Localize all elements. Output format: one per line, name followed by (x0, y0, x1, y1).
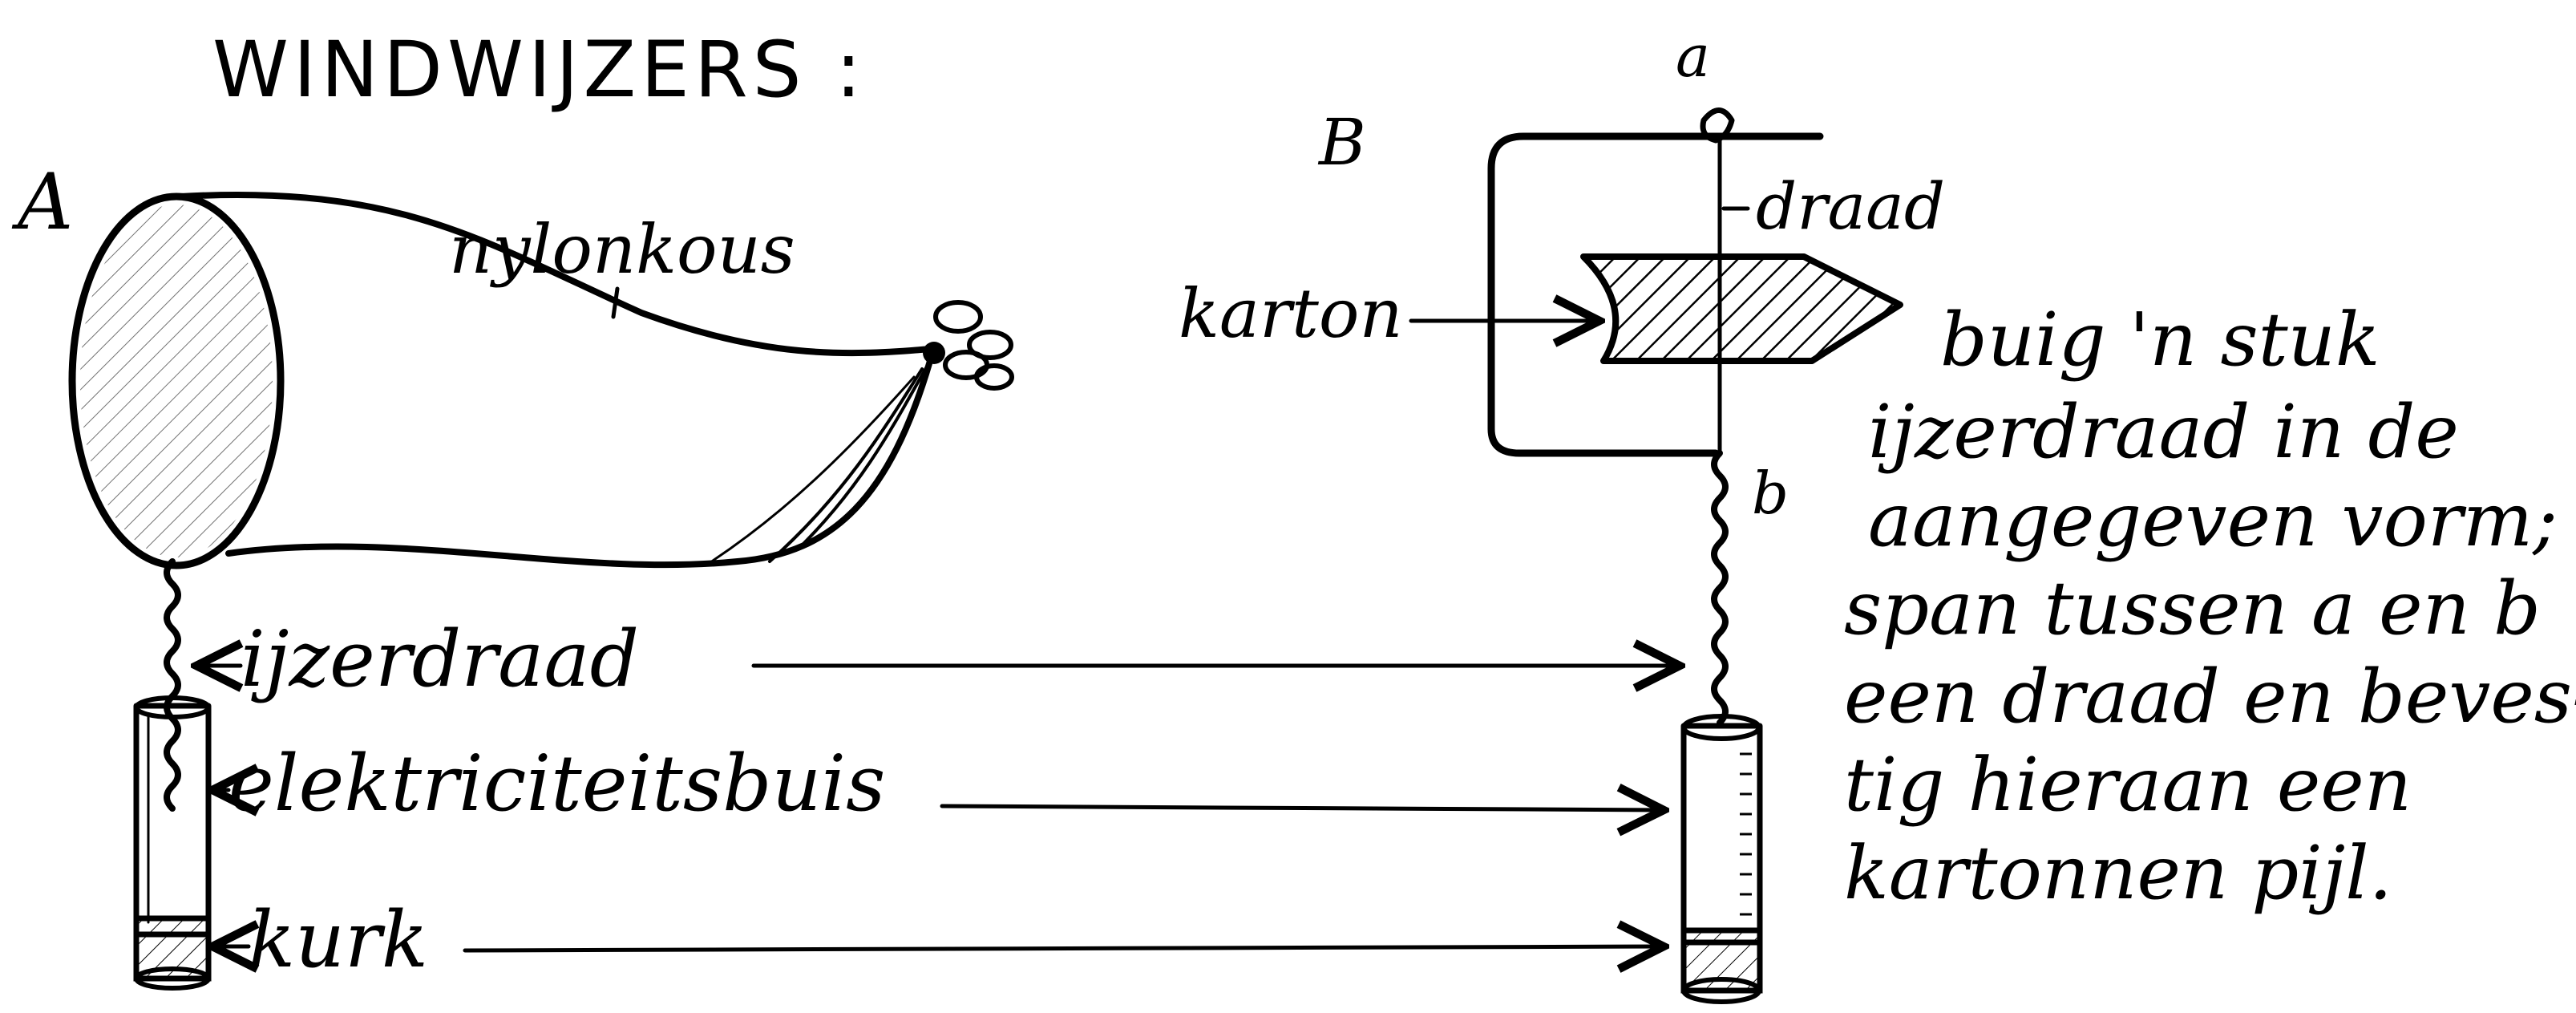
instruction-line: kartonnen pijl. (1844, 830, 2392, 916)
sock-knot (923, 302, 1012, 388)
label-elektriciteitsbuis: elektriciteitsbuis (228, 739, 885, 829)
instruction-line: buig 'n stuk (1940, 297, 2380, 383)
label-karton: karton (1179, 274, 1403, 353)
label-nylonkous: nylonkous (449, 210, 795, 289)
instruction-line: span tussen a en b (1844, 565, 2541, 651)
figure-b-tube (1684, 716, 1760, 942)
point-b-label: b (1752, 460, 1789, 527)
instruction-line: aangegeven vorm; (1868, 477, 2558, 563)
sock-hoop-shading (80, 205, 273, 557)
label-ijzerdraad: ijzerdraad (241, 614, 639, 704)
sock-fold-2 (770, 369, 922, 561)
instruction-line: een draad en beves- (1844, 654, 2576, 739)
figure-a-cork (136, 918, 208, 988)
instruction-line: ijzerdraad in de (1868, 389, 2459, 475)
figure-b-wire (1714, 453, 1725, 723)
arrow-tube-to-b (942, 806, 1664, 810)
instruction-line: tig hieraan een (1844, 742, 2412, 828)
figure-b-cork (1684, 930, 1760, 1002)
figure-b-letter: B (1317, 105, 1366, 180)
label-kurk: kurk (249, 895, 428, 985)
cardboard-arrow (1583, 257, 1900, 361)
title: WINDWIJZERS : (212, 25, 866, 115)
instructions: buig 'n stuk ijzerdraad in de aangegeven… (1844, 297, 2576, 916)
figure-a-letter: A (11, 157, 73, 247)
arrow-cork-to-b (465, 946, 1664, 950)
point-a-label: a (1676, 22, 1710, 90)
figure-a-wire (167, 561, 178, 808)
figure-a-tube (136, 698, 208, 934)
sock-bottom-edge (228, 361, 930, 565)
label-draad: draad (1756, 169, 1945, 244)
